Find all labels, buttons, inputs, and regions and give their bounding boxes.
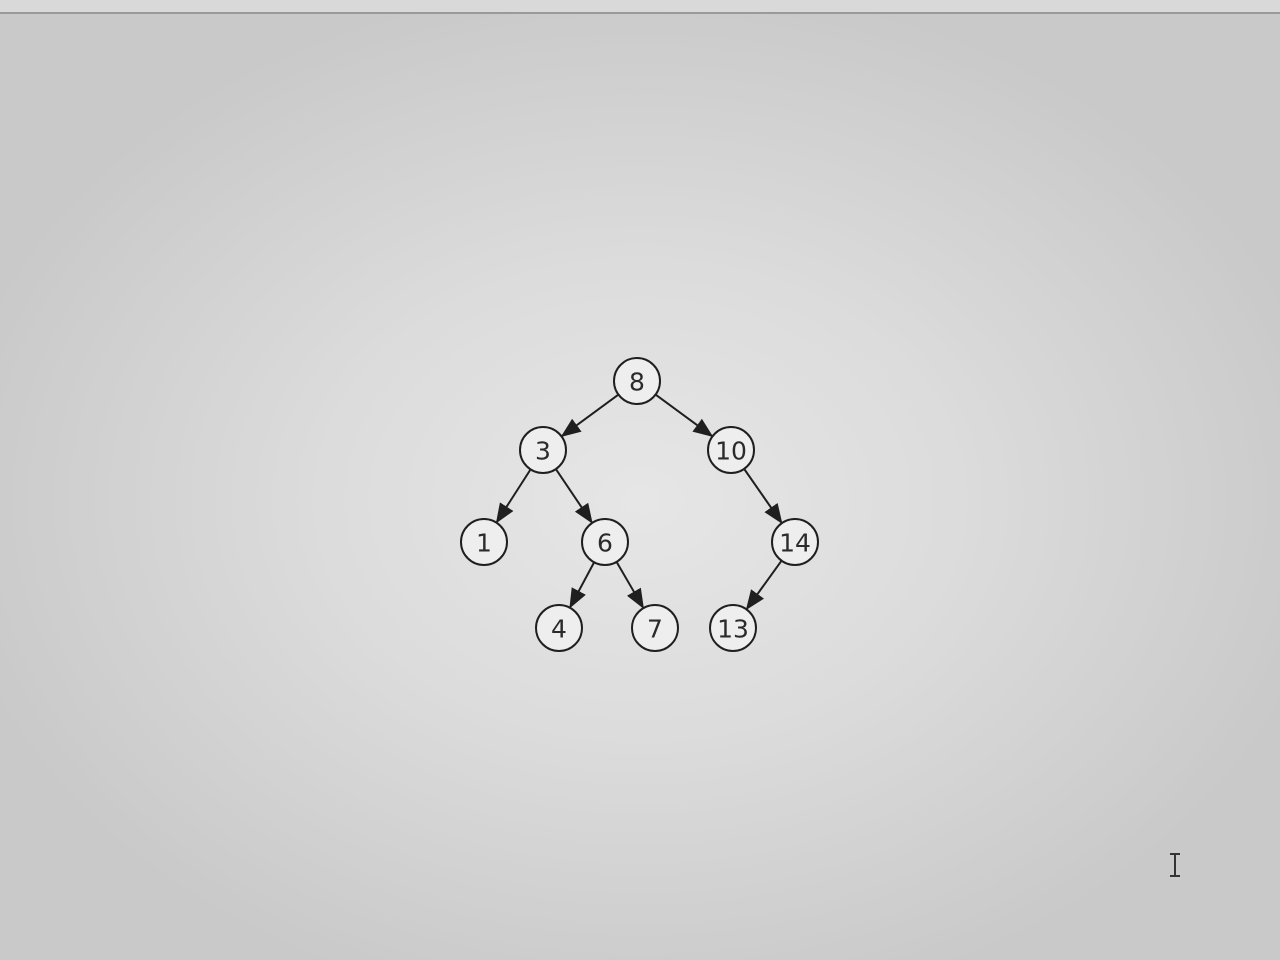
tree-edge-n3-n6 [555,468,593,524]
tree-node-label: 1 [476,529,492,558]
tree-node-1: 1 [460,518,508,566]
tree-node-label: 6 [597,529,613,558]
tree-node-circle [460,518,508,566]
tree-node-10: 10 [707,426,755,474]
tree-node-circle [771,518,819,566]
tree-node-7: 7 [631,604,679,652]
tree-node-4: 4 [535,604,583,652]
tree-node-circle [613,357,661,405]
text-cursor-icon [1170,853,1180,877]
tree-node-label: 14 [779,529,811,558]
tree-edge-n14-n13 [745,560,783,611]
tree-node-13: 13 [709,604,757,652]
tree-node-circle [581,518,629,566]
tree-node-circle [535,604,583,652]
tree-edge-n6-n4 [569,561,596,609]
tree-edge-n8-n10 [654,393,714,437]
window-top-edge [0,0,1280,14]
tree-edge-n6-n7 [615,561,644,609]
tree-node-3: 3 [519,426,567,474]
tree-node-circle [519,426,567,474]
tree-node-circle [707,426,755,474]
tree-node-label: 10 [715,437,747,466]
tree-edges [495,393,783,611]
tree-node-label: 13 [717,615,749,644]
tree-node-label: 7 [647,615,663,644]
tree-node-circle [709,604,757,652]
tree-nodes: 8 3 10 1 6 14 4 7 13 [460,357,819,652]
tree-node-14: 14 [771,518,819,566]
tree-edge-n3-n1 [495,468,532,524]
tree-edge-n8-n3 [560,393,620,437]
tree-node-label: 3 [535,437,551,466]
tree-node-label: 4 [551,615,567,644]
tree-edge-n10-n14 [743,468,783,524]
tree-node-circle [631,604,679,652]
tree-node-6: 6 [581,518,629,566]
tree-node-label: 8 [629,368,645,397]
tree-node-8: 8 [613,357,661,405]
